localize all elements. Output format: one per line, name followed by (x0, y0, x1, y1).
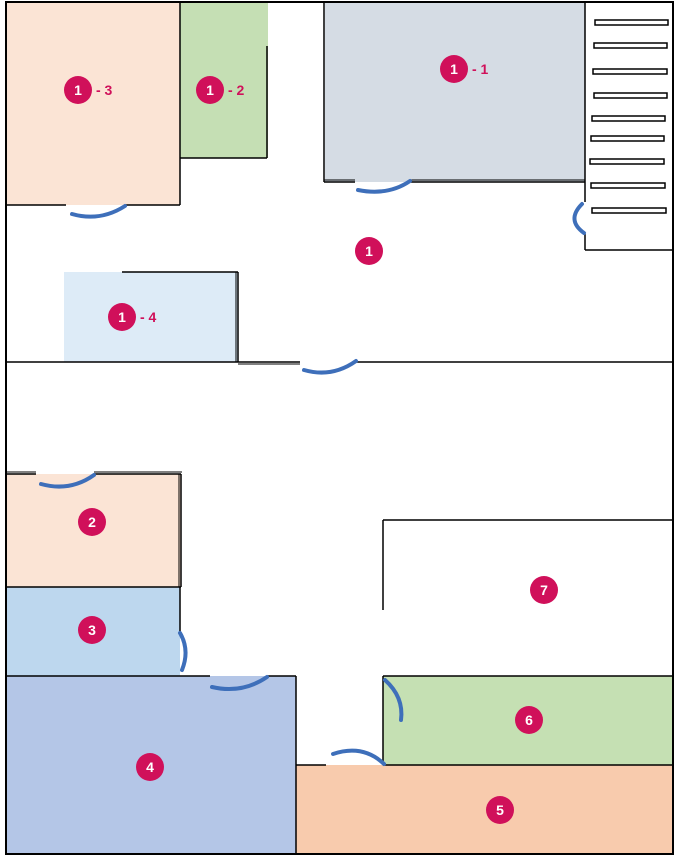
staircase (589, 19, 669, 214)
room-badge (440, 55, 468, 83)
door-room-2 (39, 473, 96, 489)
room-1-3-label: 1 - 3 (64, 76, 113, 104)
room-suffix: - 2 (228, 82, 245, 98)
room-badge (108, 303, 136, 331)
room-number: 5 (496, 802, 504, 818)
door-corridor (302, 359, 358, 375)
room-number: 4 (146, 759, 154, 775)
room-1-1-area (325, 3, 585, 182)
room-badge (486, 796, 514, 824)
room-badge (64, 76, 92, 104)
room-badge (196, 76, 224, 104)
room-number: 1 (118, 309, 126, 325)
room-1-4-area (64, 272, 238, 362)
room-1-label: 1 (355, 237, 383, 265)
room-suffix: - 3 (96, 82, 113, 98)
room-1-2-label: 1 - 2 (196, 76, 245, 104)
door-room-1-1 (356, 179, 412, 194)
room-number: 1 (450, 61, 458, 77)
room-3-label: 3 (78, 616, 106, 644)
room-number: 1 (365, 243, 373, 259)
room-number: 2 (88, 514, 96, 530)
door-stair (572, 202, 586, 235)
walls (5, 1, 674, 855)
room-number: 7 (540, 582, 548, 598)
door-room-5 (331, 748, 386, 766)
door-room-4 (210, 675, 269, 691)
door-room-1-3 (70, 204, 127, 219)
room-badge (78, 616, 106, 644)
room-1-2-area (180, 3, 268, 158)
room-7-label: 7 (530, 576, 558, 604)
room-badge (530, 576, 558, 604)
room-badge (515, 706, 543, 734)
room-suffix: - 4 (140, 309, 157, 325)
door-room-3 (178, 631, 188, 672)
room-number: 3 (88, 622, 96, 638)
room-1-4-label: 1 - 4 (108, 303, 157, 331)
room-number: 1 (74, 82, 82, 98)
room-2-label: 2 (78, 508, 106, 536)
room-5-area (296, 765, 673, 854)
room-suffix: - 1 (472, 61, 489, 77)
room-4-label: 4 (136, 753, 164, 781)
room-badge (136, 753, 164, 781)
room-1-3-area (7, 3, 180, 205)
room-number: 6 (525, 712, 533, 728)
room-badge (355, 237, 383, 265)
room-badge (78, 508, 106, 536)
doors (39, 179, 586, 766)
room-1-1-label: 1 - 1 (440, 55, 489, 83)
door-room-6 (383, 678, 404, 722)
room-5-label: 5 (486, 796, 514, 824)
room-number: 1 (206, 82, 214, 98)
room-6-label: 6 (515, 706, 543, 734)
